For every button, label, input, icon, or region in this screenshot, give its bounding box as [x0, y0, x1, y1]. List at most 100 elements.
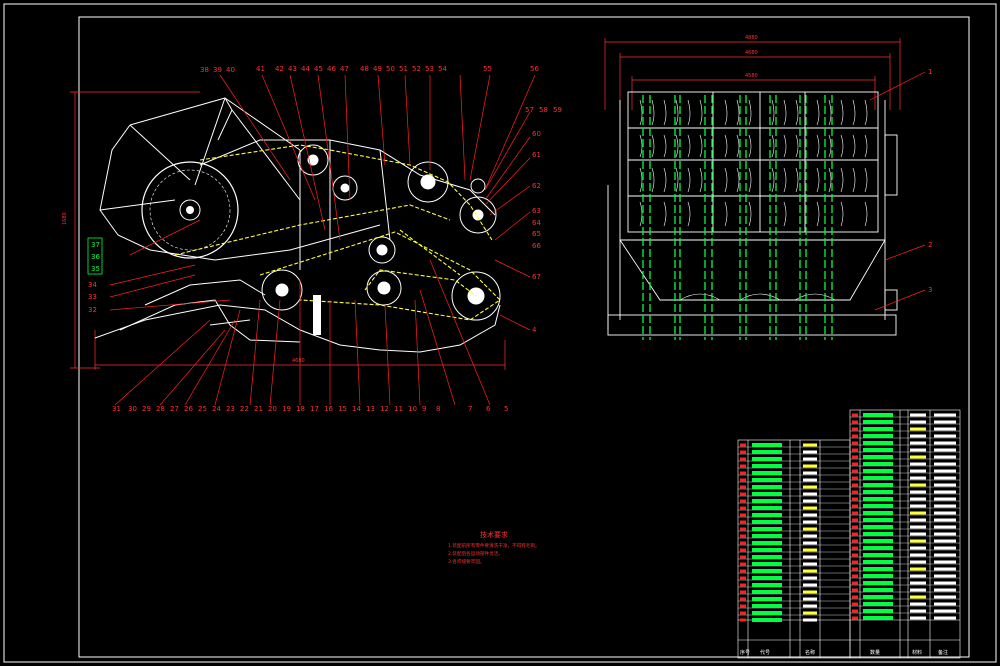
table-cell-fill	[852, 434, 858, 438]
svg-text:15: 15	[338, 405, 347, 413]
table-cell-fill	[852, 448, 858, 452]
svg-text:8: 8	[436, 405, 440, 413]
svg-text:11: 11	[394, 405, 403, 413]
table-cell-fill	[910, 609, 926, 613]
table-cell-fill	[863, 588, 893, 592]
table-cell-fill	[934, 553, 956, 557]
parts-list-table: 序号 代号 名称 数量 材料 备注	[737, 409, 961, 659]
table-cell-fill	[803, 457, 817, 461]
svg-text:47: 47	[340, 65, 349, 73]
svg-text:19: 19	[282, 405, 291, 413]
svg-text:56: 56	[530, 65, 539, 73]
table-cell-fill	[910, 434, 926, 438]
table-cell-fill	[803, 569, 817, 573]
svg-text:9: 9	[422, 405, 426, 413]
table-cell-fill	[740, 513, 746, 517]
table-cell-fill	[852, 553, 858, 557]
table-cell-fill	[852, 574, 858, 578]
table-cell-fill	[863, 476, 893, 480]
svg-text:58: 58	[539, 106, 548, 114]
table-cell-fill	[803, 506, 817, 510]
table-cell-fill	[852, 581, 858, 585]
front-callouts: 1 2 3	[928, 68, 932, 294]
svg-text:62: 62	[532, 182, 541, 190]
svg-text:65: 65	[532, 230, 541, 238]
table-cell-fill	[803, 450, 817, 454]
table-cell-fill	[803, 604, 817, 608]
table-cell-fill	[752, 548, 782, 552]
table-cell-fill	[740, 618, 746, 622]
table-cell-fill	[863, 483, 893, 487]
table-cell-fill	[934, 588, 956, 592]
front-green-bars	[642, 95, 833, 340]
table-cell-fill	[852, 504, 858, 508]
table-cell-fill	[852, 560, 858, 564]
table-cell-fill	[910, 413, 926, 417]
table-cell-fill	[852, 469, 858, 473]
table-cell-fill	[740, 576, 746, 580]
table-cell-fill	[852, 490, 858, 494]
table-cell-fill	[752, 464, 782, 468]
reel-frame	[99, 97, 496, 270]
callouts-top: 38 39 40 41 42 43 44 45 46 47 48 49 50 5…	[200, 65, 539, 74]
table-cell-fill	[863, 504, 893, 508]
table-cell-fill	[752, 562, 782, 566]
table-cell-fill	[852, 497, 858, 501]
svg-text:2: 2	[928, 241, 932, 249]
table-cell-fill	[740, 499, 746, 503]
table-cell-fill	[910, 581, 926, 585]
table-cell-fill	[852, 525, 858, 529]
table-cell-fill	[863, 434, 893, 438]
table-cell-fill	[852, 532, 858, 536]
table-cell-fill	[863, 462, 893, 466]
table-cell-fill	[934, 567, 956, 571]
table-cell-fill	[934, 518, 956, 522]
tech-req-item-2: 2.装配后各运动部件灵活。	[448, 550, 503, 557]
table-cell-fill	[910, 546, 926, 550]
table-cell-fill	[863, 490, 893, 494]
table-cell-fill	[863, 469, 893, 473]
table-cell-fill	[752, 555, 782, 559]
table-cell-fill	[752, 443, 782, 447]
table-cell-fill	[803, 541, 817, 545]
table-cell-fill	[803, 548, 817, 552]
table-cell-fill	[740, 590, 746, 594]
svg-text:12: 12	[380, 405, 389, 413]
table-cell-fill	[752, 457, 782, 461]
table-cell-fill	[752, 492, 782, 496]
front-leader-lines	[869, 71, 926, 311]
table-cell-fill	[803, 597, 817, 601]
svg-text:44: 44	[301, 65, 310, 73]
table-cell-fill	[863, 455, 893, 459]
svg-text:3: 3	[928, 286, 932, 294]
table-cell-fill	[740, 555, 746, 559]
svg-text:67: 67	[532, 273, 541, 281]
table-cell-fill	[910, 483, 926, 487]
table-cell-fill	[752, 604, 782, 608]
table-cell-fill	[752, 513, 782, 517]
table-cell-fill	[910, 574, 926, 578]
table-cell-fill	[740, 534, 746, 538]
table-cell-fill	[752, 520, 782, 524]
reel-hub-center	[186, 206, 194, 214]
table-cell-fill	[934, 420, 956, 424]
svg-text:36: 36	[91, 253, 100, 261]
table-cell-fill	[752, 450, 782, 454]
reel-drum-inner	[149, 169, 231, 251]
table-cell-fill	[934, 574, 956, 578]
table-cell-fill	[803, 611, 817, 615]
svg-text:48: 48	[360, 65, 369, 73]
table-cell-fill	[740, 583, 746, 587]
svg-text:7: 7	[468, 405, 472, 413]
svg-text:10: 10	[408, 405, 417, 413]
table-cell-fill	[852, 413, 858, 417]
table-cell-fill	[934, 525, 956, 529]
table-cell-fill	[910, 595, 926, 599]
table-cell-fill	[934, 560, 956, 564]
callouts-right: 57 58 59 60 61 62 63 64 65 66 67 4	[525, 106, 562, 334]
table-cell-fill	[752, 471, 782, 475]
table-cell-fill	[934, 427, 956, 431]
table-cell-fill	[752, 506, 782, 510]
table-cell-fill	[910, 462, 926, 466]
table-cell-fill	[752, 583, 782, 587]
